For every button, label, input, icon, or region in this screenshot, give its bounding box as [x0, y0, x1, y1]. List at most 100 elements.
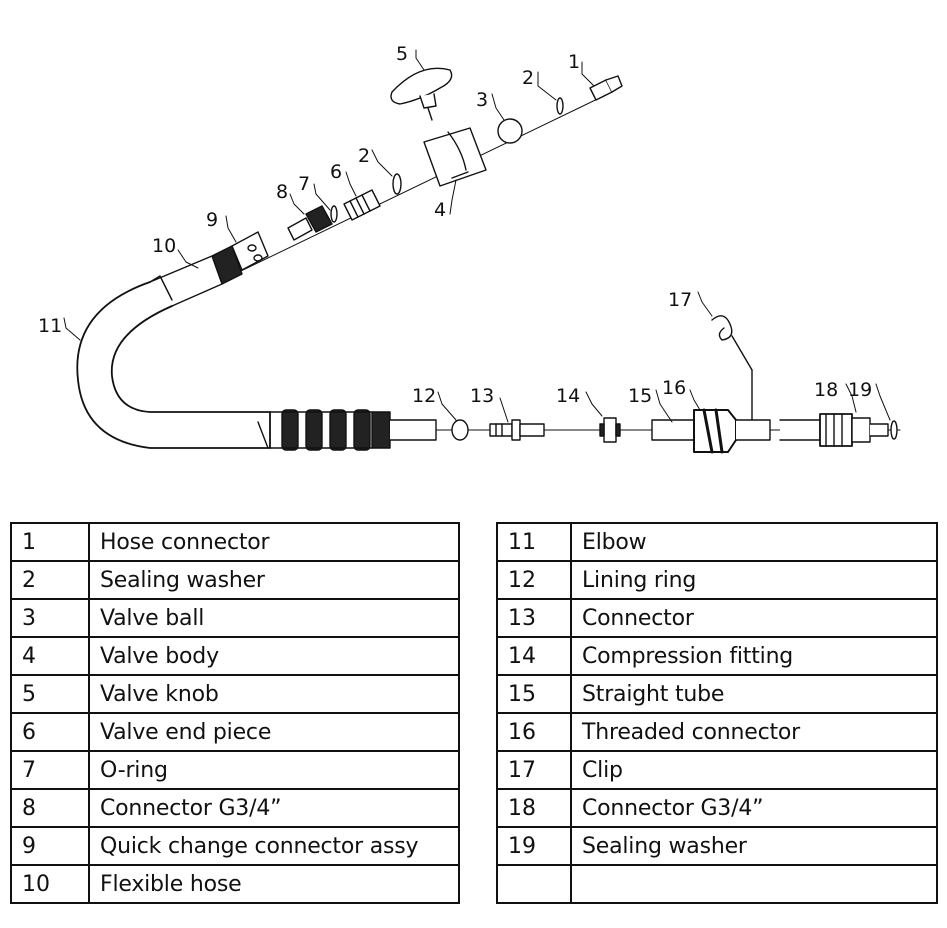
connector-part — [489, 419, 545, 441]
callout-16: 16 — [662, 377, 686, 399]
callout-labels: 1 2 3 4 5 6 7 8 9 10 11 2 12 13 14 15 16… — [38, 43, 872, 407]
part-description: O-ring — [88, 750, 460, 790]
callout-12: 12 — [412, 385, 436, 407]
part-description: Hose connector — [88, 522, 460, 562]
callout-leaders — [63, 49, 891, 423]
callout-13: 13 — [470, 385, 494, 407]
callout-3: 3 — [476, 89, 488, 111]
callout-19: 19 — [848, 379, 872, 401]
part-description: Clip — [570, 750, 938, 790]
callout-18: 18 — [814, 379, 838, 401]
straight-tube-part — [651, 419, 701, 441]
valve-body-part — [423, 127, 487, 187]
valve-knob-part — [390, 67, 453, 121]
connector-g34-part — [287, 205, 333, 241]
part-number: 9 — [10, 826, 90, 866]
part-description: Quick change connector assy — [88, 826, 460, 866]
callout-6: 6 — [330, 161, 342, 183]
part-number: 14 — [496, 636, 572, 676]
callout-2: 2 — [522, 67, 534, 89]
part-description: Valve ball — [88, 598, 460, 638]
callout-8: 8 — [276, 181, 288, 203]
part-description: Lining ring — [570, 560, 938, 600]
part-number: 18 — [496, 788, 572, 828]
callout-9: 9 — [206, 209, 218, 231]
sealing-washer-part — [392, 173, 402, 195]
part-description: Sealing washer — [570, 826, 938, 866]
valve-ball-part — [497, 118, 523, 144]
part-description: Elbow — [570, 522, 938, 562]
part-number: 19 — [496, 826, 572, 866]
part-description: Connector G3/4” — [88, 788, 460, 828]
part-number: 17 — [496, 750, 572, 790]
lining-ring-part — [451, 419, 469, 441]
part-number — [496, 864, 572, 904]
callout-1: 1 — [568, 51, 580, 73]
threaded-connector-part — [693, 408, 771, 454]
hose-connector-part — [589, 75, 623, 101]
table-row — [496, 864, 938, 904]
part-number: 1 — [10, 522, 90, 562]
connector-g34-part-2 — [779, 413, 889, 447]
part-number: 5 — [10, 674, 90, 714]
part-description: Flexible hose — [88, 864, 460, 904]
callout-17: 17 — [668, 289, 692, 311]
part-description: Connector — [570, 598, 938, 638]
part-description: Valve knob — [88, 674, 460, 714]
handle-grip — [281, 409, 391, 451]
part-description: Threaded connector — [570, 712, 938, 752]
callout-10: 10 — [152, 235, 176, 257]
callout-7: 7 — [298, 173, 310, 195]
part-number: 4 — [10, 636, 90, 676]
part-description: Compression fitting — [570, 636, 938, 676]
callout-11: 11 — [38, 315, 62, 337]
part-number: 3 — [10, 598, 90, 638]
part-number: 7 — [10, 750, 90, 790]
valve-end-piece-part — [343, 189, 381, 221]
callout-5: 5 — [396, 43, 408, 65]
part-description: Straight tube — [570, 674, 938, 714]
exploded-parts-diagram: 1 2 3 4 5 6 7 8 9 10 11 2 12 13 14 15 16… — [38, 43, 901, 454]
part-number: 2 — [10, 560, 90, 600]
o-ring-part — [330, 205, 338, 223]
callout-2b: 2 — [358, 145, 370, 167]
part-number: 11 — [496, 522, 572, 562]
clip-part — [711, 315, 753, 421]
callout-15: 15 — [628, 385, 652, 407]
sealing-washer-part-2 — [890, 420, 898, 440]
elbow-part — [76, 255, 271, 449]
part-description: Connector G3/4” — [570, 788, 938, 828]
part-number: 12 — [496, 560, 572, 600]
part-number: 15 — [496, 674, 572, 714]
part-number: 8 — [10, 788, 90, 828]
part-number: 10 — [10, 864, 90, 904]
part-description — [570, 864, 938, 904]
part-description: Valve body — [88, 636, 460, 676]
compression-fitting-part — [599, 417, 621, 443]
part-number: 13 — [496, 598, 572, 638]
part-description: Valve end piece — [88, 712, 460, 752]
sealing-washer-part — [556, 97, 564, 115]
